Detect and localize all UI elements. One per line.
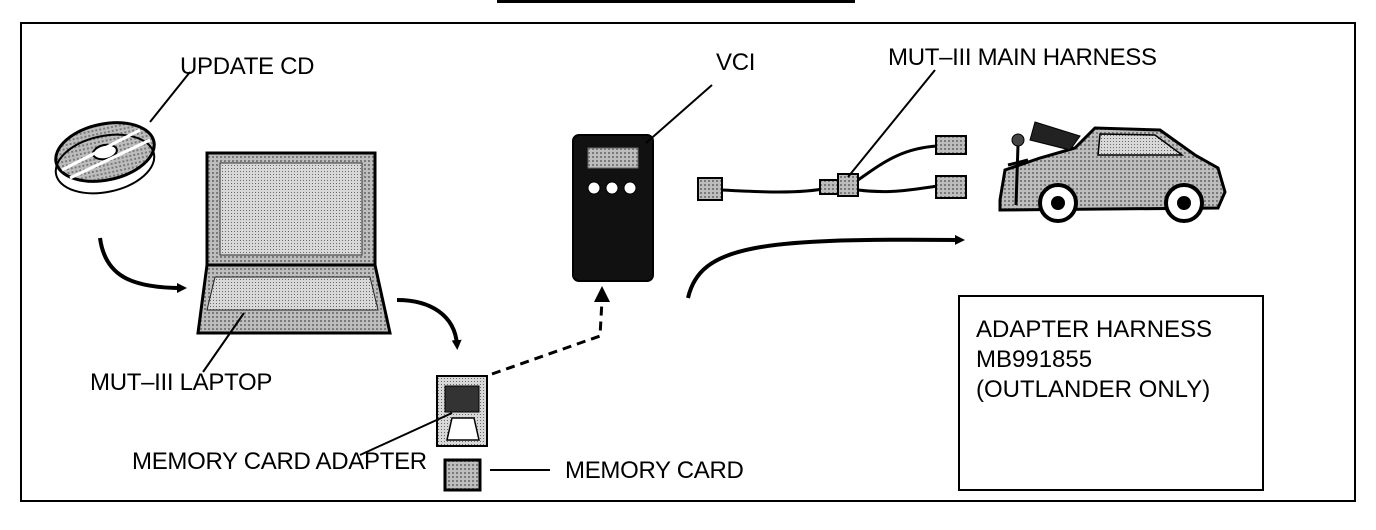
vci-label: VCI <box>716 49 756 76</box>
main-harness-icon <box>697 135 967 201</box>
main-harness-label: MUT–III MAIN HARNESS <box>888 44 1157 71</box>
memory-card-label: MEMORY CARD <box>565 457 744 484</box>
adapter-harness-note: (OUTLANDER ONLY) <box>976 376 1211 403</box>
adapter-to-vci-arrowhead <box>594 286 610 302</box>
laptop-to-adapter-arrow <box>396 298 462 350</box>
memory-card-adapter-label: MEMORY CARD ADAPTER <box>132 448 427 475</box>
adapter-harness-box: ADAPTER HARNESS MB991855 (OUTLANDER ONLY… <box>958 295 1264 491</box>
laptop-label: MUT–III LAPTOP <box>90 369 273 396</box>
update-cd-label: UPDATE CD <box>180 53 315 80</box>
memory-card-adapter-icon <box>436 375 488 447</box>
vehicle-icon <box>998 121 1227 223</box>
vci-icon <box>572 134 654 282</box>
adapter-leader <box>359 412 453 456</box>
laptop-icon <box>196 151 392 335</box>
adapter-harness-part-number: MB991855 <box>976 346 1093 373</box>
adapter-harness-title: ADAPTER HARNESS <box>976 316 1213 343</box>
memory-card-icon <box>443 458 482 492</box>
vci-leader <box>645 84 713 144</box>
harness-to-vehicle-arrow <box>686 234 965 299</box>
laptop-leader <box>202 312 245 373</box>
update-cd-leader <box>149 71 191 123</box>
main-harness-leader <box>847 69 936 178</box>
update-cd-icon <box>54 121 156 195</box>
diagram-frame <box>20 22 1356 502</box>
adapter-to-vci-arrow <box>491 299 604 376</box>
header-rule <box>497 0 855 3</box>
cd-to-laptop-arrow <box>98 237 187 293</box>
